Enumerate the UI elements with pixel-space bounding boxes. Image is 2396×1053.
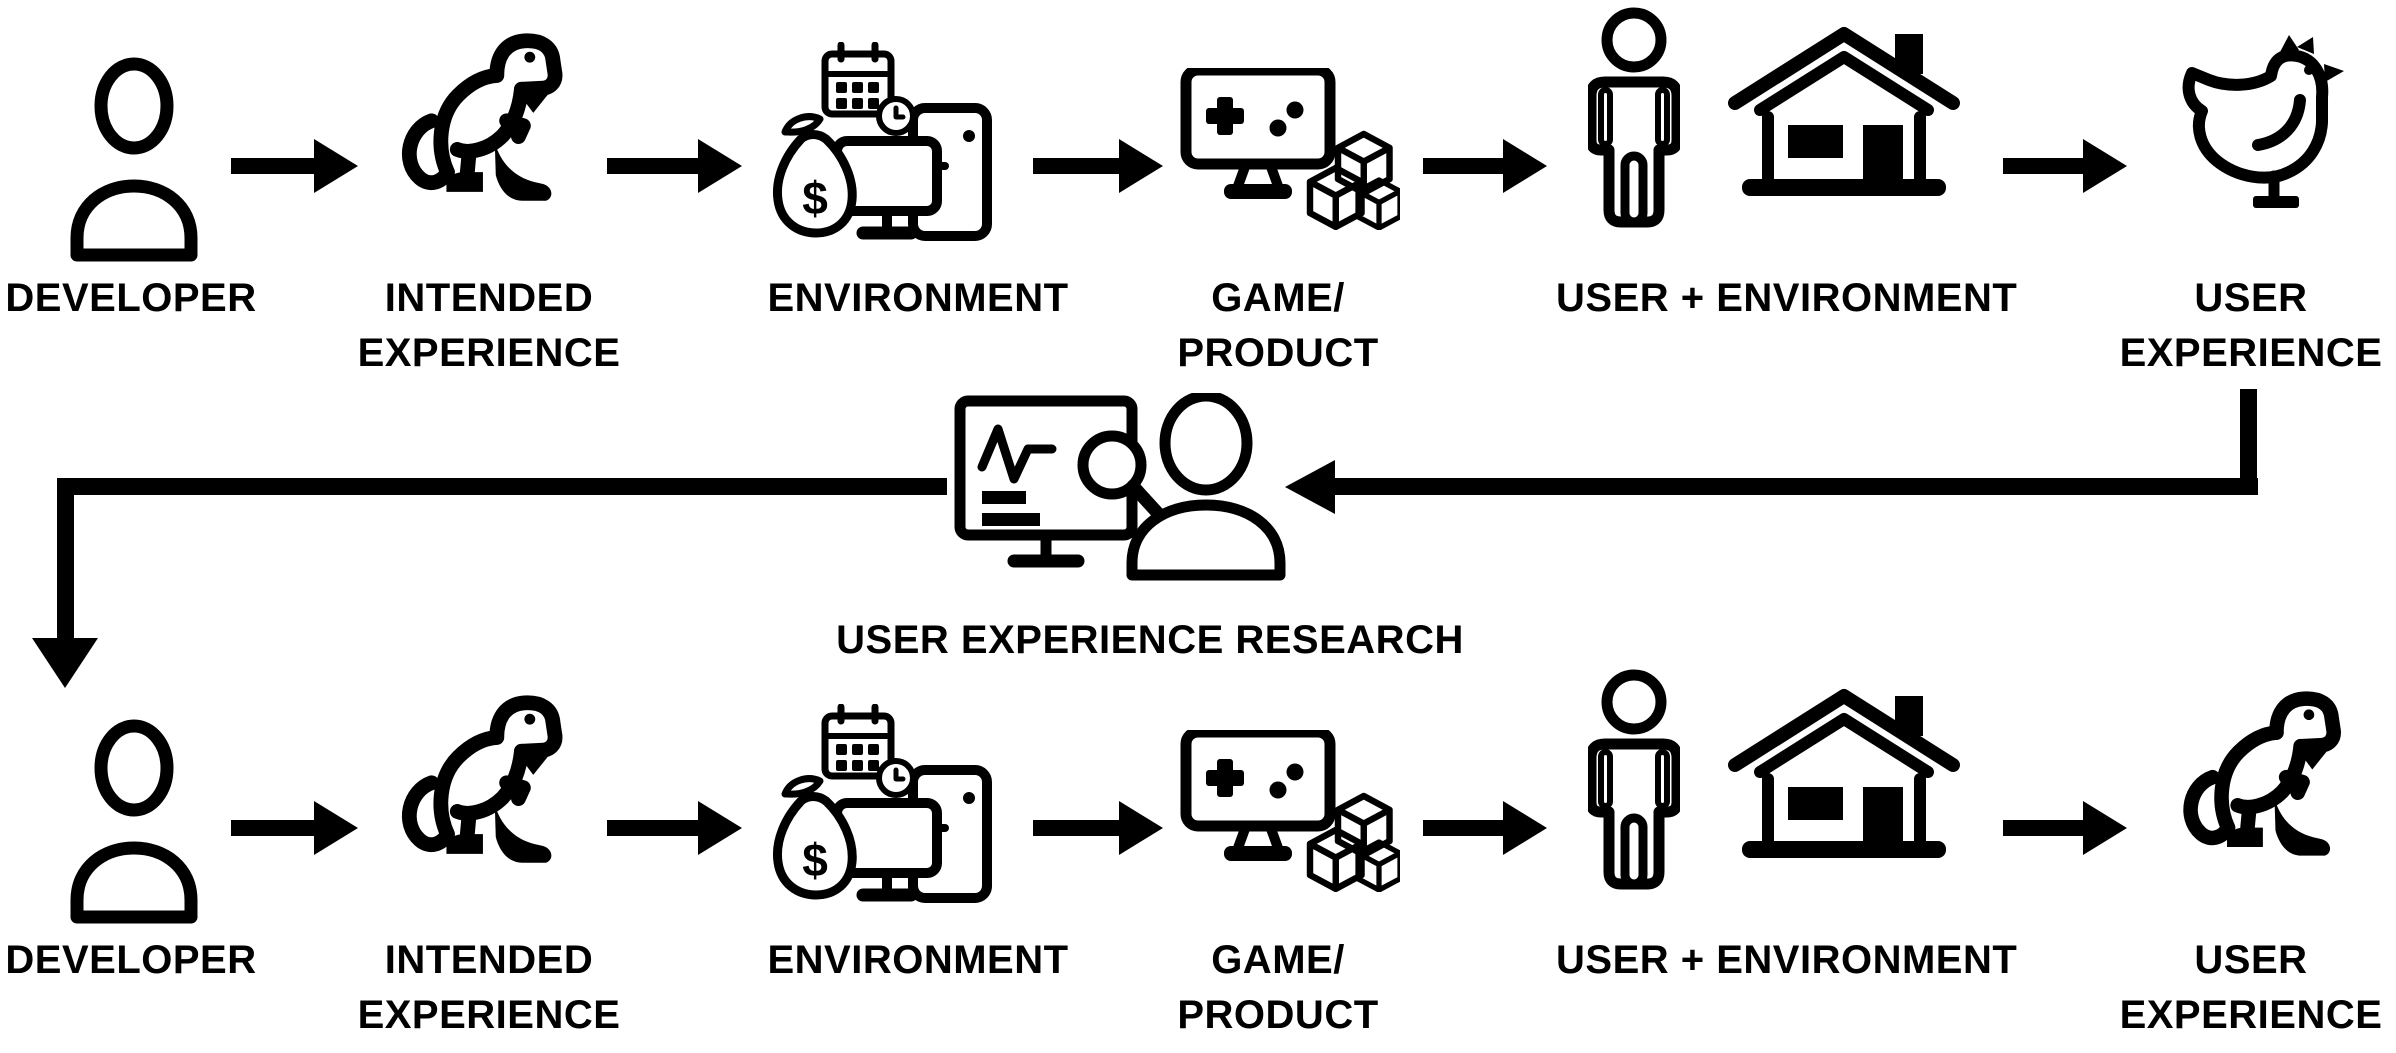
game-monitor-cubes-icon <box>1180 730 1400 892</box>
standing-person-icon <box>1588 6 1680 232</box>
arrow-shaft <box>1033 820 1119 836</box>
arrow-shaft <box>1423 820 1503 836</box>
flow-arrow <box>2003 801 2127 855</box>
stage-label-developer: DEVELOPER <box>5 276 257 320</box>
arrow-head-icon <box>2083 139 2127 193</box>
stage-label-user-environment: USER + ENVIRONMENT <box>1556 276 2018 320</box>
game-monitor-cubes-icon <box>1180 68 1400 230</box>
arrow-head-icon <box>2083 801 2127 855</box>
arrow-shaft <box>607 158 698 174</box>
arrow-head-icon <box>1119 801 1163 855</box>
person-icon <box>64 56 204 262</box>
arrow-shaft <box>231 158 314 174</box>
flow-arrow <box>1033 801 1163 855</box>
flow-arrow <box>1033 139 1163 193</box>
chicken-icon <box>2161 30 2349 224</box>
stage-label-environment: ENVIRONMENT <box>767 938 1069 982</box>
trex-icon <box>2161 690 2357 908</box>
arrow-head-icon <box>314 801 358 855</box>
arrow-head-icon <box>698 801 742 855</box>
flow-arrow <box>231 139 358 193</box>
arrow-shaft <box>2003 158 2083 174</box>
house-icon <box>1727 686 1961 864</box>
arrow-head-icon <box>1119 139 1163 193</box>
person-icon <box>64 718 204 924</box>
feedback-line-vertical-left <box>57 478 74 641</box>
flow-arrow <box>607 139 742 193</box>
research-label: USER EXPERIENCE RESEARCH <box>836 618 1464 662</box>
flow-arrow <box>1423 139 1547 193</box>
feedback-arrowhead-down-icon <box>32 638 98 688</box>
flow-arrow <box>607 801 742 855</box>
arrow-shaft <box>1033 158 1119 174</box>
arrow-head-icon <box>314 139 358 193</box>
flow-arrow <box>1423 801 1547 855</box>
arrow-head-icon <box>1503 139 1547 193</box>
arrow-shaft <box>1423 158 1503 174</box>
stage-label-developer: DEVELOPER <box>5 938 257 982</box>
stage-label-game-product: GAME/PRODUCT <box>1177 276 1379 375</box>
trex-icon <box>380 32 578 254</box>
feedback-line-horizontal-left <box>57 478 947 495</box>
arrow-shaft <box>607 820 698 836</box>
stage-label-user-environment: USER + ENVIRONMENT <box>1556 938 2018 982</box>
flow-arrow <box>2003 139 2127 193</box>
flow-arrow <box>231 801 358 855</box>
trex-icon <box>380 694 578 916</box>
feedback-line-vertical-right <box>2240 389 2257 494</box>
arrow-shaft <box>2003 820 2083 836</box>
standing-person-icon <box>1588 668 1680 894</box>
arrow-head-icon <box>698 139 742 193</box>
arrow-shaft <box>231 820 314 836</box>
house-icon <box>1727 24 1961 202</box>
money-calendar-computer-icon <box>755 42 995 242</box>
feedback-line-horizontal-right <box>1333 478 2258 495</box>
stage-label-environment: ENVIRONMENT <box>767 276 1069 320</box>
stage-label-game-product: GAME/PRODUCT <box>1177 938 1379 1037</box>
research-monitor-magnifier-person-icon <box>950 393 1342 599</box>
feedback-arrowhead-left-icon <box>1285 460 1335 514</box>
arrow-head-icon <box>1503 801 1547 855</box>
money-calendar-computer-icon <box>755 704 995 904</box>
